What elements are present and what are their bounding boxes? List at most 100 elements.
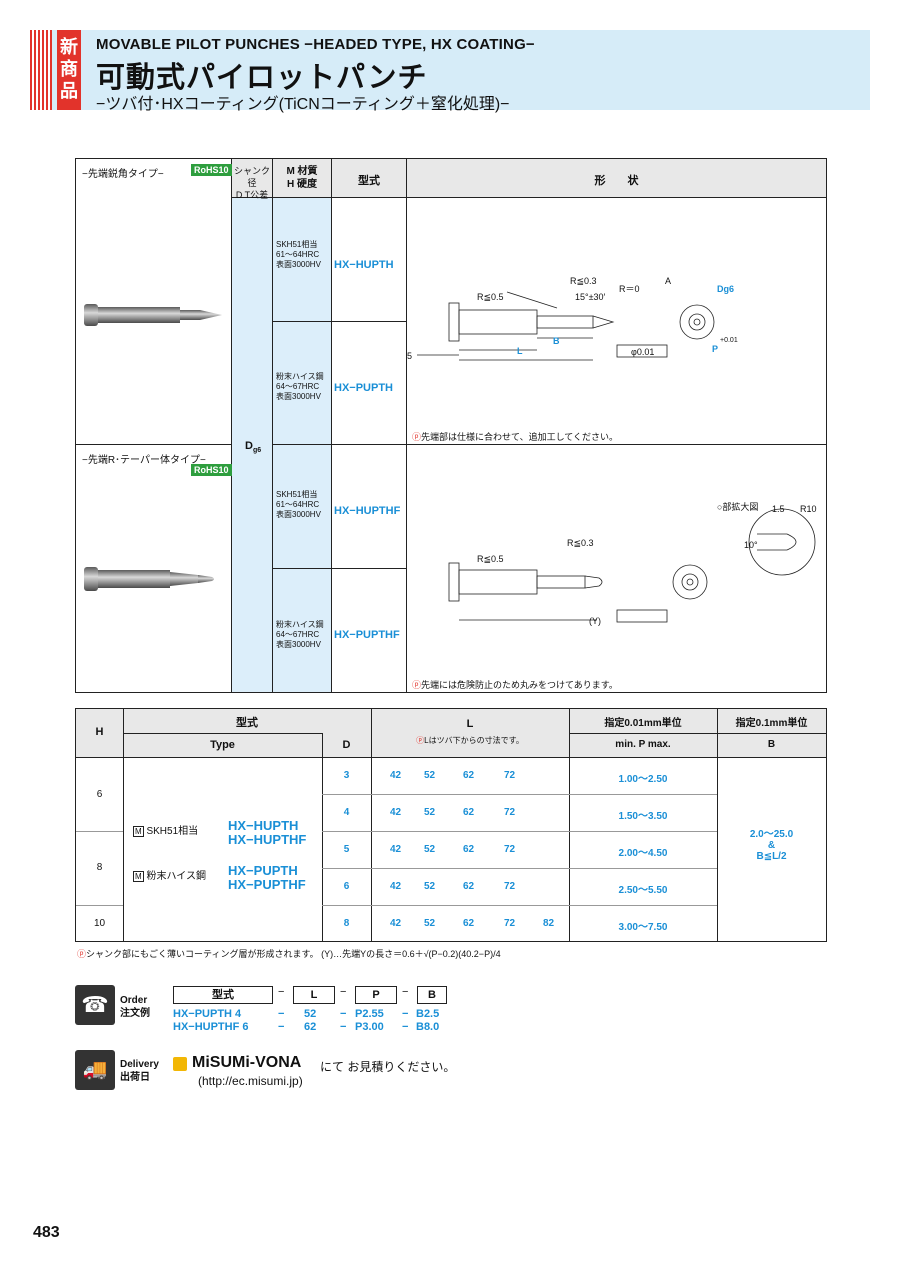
d1-r0: R＝0: [619, 284, 640, 294]
misumi-logo-icon: [173, 1057, 187, 1071]
shank-tol-header: D T公差: [235, 190, 269, 200]
type-pupthf[interactable]: HX−PUPTHF: [334, 629, 400, 641]
type-col-header: Type: [210, 739, 235, 751]
mat3-hv: 表面3000HV: [276, 510, 321, 519]
new-badge-text: 新商品: [60, 37, 78, 101]
mat2-name: 粉末ハイス鋼: [276, 372, 324, 381]
footnote: ⓟシャンク部にもごく薄いコーティング層が形成されます。 (Y)…先端Yの長さ＝0…: [77, 947, 501, 960]
l-value: 72: [504, 844, 516, 855]
d2-15: 1.5: [772, 504, 785, 514]
d1-P: P: [712, 344, 718, 354]
d1-phi: φ0.01: [631, 347, 654, 357]
l-value: 42: [390, 918, 402, 929]
d1-dg6: Dg6: [717, 284, 734, 294]
mat4-hv: 表面3000HV: [276, 640, 321, 649]
type-hupth-row[interactable]: HX−HUPTH: [228, 818, 299, 833]
d-value: 3: [343, 770, 350, 781]
l-value: 62: [463, 807, 475, 818]
caution-icon: ⓟ: [412, 680, 422, 690]
mat1-hv: 表面3000HV: [276, 260, 321, 269]
footnote-text: シャンク部にもごく薄いコーティング層が形成されます。 (Y)…先端Yの長さ＝0.…: [86, 949, 501, 959]
b-value-amp: &: [767, 840, 776, 851]
delivery-label-ja: 出荷日: [120, 1072, 150, 1083]
page-number: 483: [33, 1224, 60, 1241]
delivery-url[interactable]: (http://ec.misumi.jp): [198, 1074, 303, 1088]
d1-5: 5: [407, 351, 412, 361]
d1-r05: R≦0.5: [477, 292, 504, 302]
p-range-value: 1.00〜2.50: [618, 774, 668, 785]
phone-icon: ☎: [75, 985, 115, 1025]
l-value: 72: [504, 881, 516, 892]
l-value: 72: [504, 918, 516, 929]
section1-label: −先端鋭角タイプ−: [82, 169, 164, 180]
mat-skh51-text: SKH51相当: [146, 826, 199, 837]
caution-icon: ⓟ: [412, 432, 422, 442]
order-example-cell: B8.0: [416, 1021, 440, 1033]
order-dash: −: [340, 1008, 347, 1020]
section2-label: −先端R･テーパー体タイプ−: [82, 455, 206, 466]
p-header: 指定0.01mm単位: [604, 718, 682, 729]
l-note: ⓟLはツバ下からの寸法です。: [371, 735, 569, 746]
title-ja: 可動式パイロットパンチ: [96, 62, 428, 94]
d1-p-tol: +0.01: [720, 337, 738, 344]
type-pupth[interactable]: HX−PUPTH: [334, 382, 393, 394]
l-value: 52: [424, 807, 436, 818]
mat2-hv: 表面3000HV: [276, 392, 321, 401]
order-label-ja: 注文例: [120, 1008, 150, 1019]
order-example-cell: 62: [304, 1021, 317, 1033]
mat2-hrc: 64〜67HRC: [276, 382, 320, 391]
mat4-hrc: 64〜67HRC: [276, 630, 320, 639]
d2-deg10: 10°: [744, 540, 758, 550]
punch-photo-sharp: [84, 304, 222, 326]
order-example-cell: P2.55: [355, 1008, 384, 1020]
caution-icon: ⓟ: [416, 736, 425, 745]
type-header: 型式: [358, 175, 380, 187]
spec-table: [75, 158, 827, 693]
d-value: 8: [343, 918, 350, 929]
l-value: 52: [424, 770, 436, 781]
type-pupthf-row[interactable]: HX−PUPTHF: [228, 877, 306, 892]
delivery-text: にて お見積りください。: [320, 1060, 456, 1074]
p-range-value: 2.00〜4.50: [618, 848, 668, 859]
mat-powder: M 粉末ハイス鋼: [133, 871, 206, 882]
mat3-name: SKH51相当: [276, 490, 318, 499]
order-label-en: Order: [120, 995, 148, 1006]
l-value: 42: [390, 844, 402, 855]
type-pupth-row[interactable]: HX−PUPTH: [228, 863, 298, 878]
p-range-value: 3.00〜7.50: [618, 922, 668, 933]
d2-r03: R≦0.3: [567, 538, 594, 548]
type-hupth[interactable]: HX−HUPTH: [334, 259, 394, 271]
delivery-label-en: Delivery: [120, 1059, 159, 1070]
b-subheader: B: [767, 739, 776, 750]
l-header: L: [466, 718, 474, 730]
mat-powder-text: 粉末ハイス鋼: [146, 871, 206, 882]
l-value: 42: [390, 881, 402, 892]
type-hupthf-row[interactable]: HX−HUPTHF: [228, 832, 307, 847]
d-value: 4: [343, 807, 350, 818]
mat4-name: 粉末ハイス鋼: [276, 620, 324, 629]
h-value-8: 8: [96, 862, 103, 873]
dimension-table: [75, 708, 827, 942]
order-dash: −: [278, 1008, 285, 1020]
l-value: 62: [463, 770, 475, 781]
p-subheader: min. P max.: [615, 739, 671, 750]
shank-header: シャンク径: [233, 166, 270, 188]
material-header: M 材質: [286, 166, 318, 177]
mat-skh51: M SKH51相当: [133, 826, 199, 837]
dg6-label: Dg6: [245, 440, 262, 455]
h-header: H: [95, 726, 104, 738]
punch-photo-round: [84, 567, 214, 591]
spec-header-row: [231, 159, 826, 198]
note-sharp: ⓟ先端部は仕様に合わせて、追加工してください。: [412, 430, 618, 443]
d1-r03: R≦0.3: [570, 276, 597, 286]
order-dash: −: [402, 1008, 409, 1020]
d1-A: A: [665, 276, 671, 286]
order-example-cell: P3.00: [355, 1021, 384, 1033]
order-example-cell: 52: [304, 1008, 317, 1020]
mat1-hrc: 61〜64HRC: [276, 250, 320, 259]
d1-L: L: [517, 346, 523, 356]
l-note-text: Lはツバ下からの寸法です。: [424, 736, 524, 745]
order-dash: −: [278, 1021, 285, 1033]
type-hupthf[interactable]: HX−HUPTHF: [334, 505, 401, 517]
brand-name[interactable]: MiSUMi-VONA: [192, 1054, 302, 1071]
